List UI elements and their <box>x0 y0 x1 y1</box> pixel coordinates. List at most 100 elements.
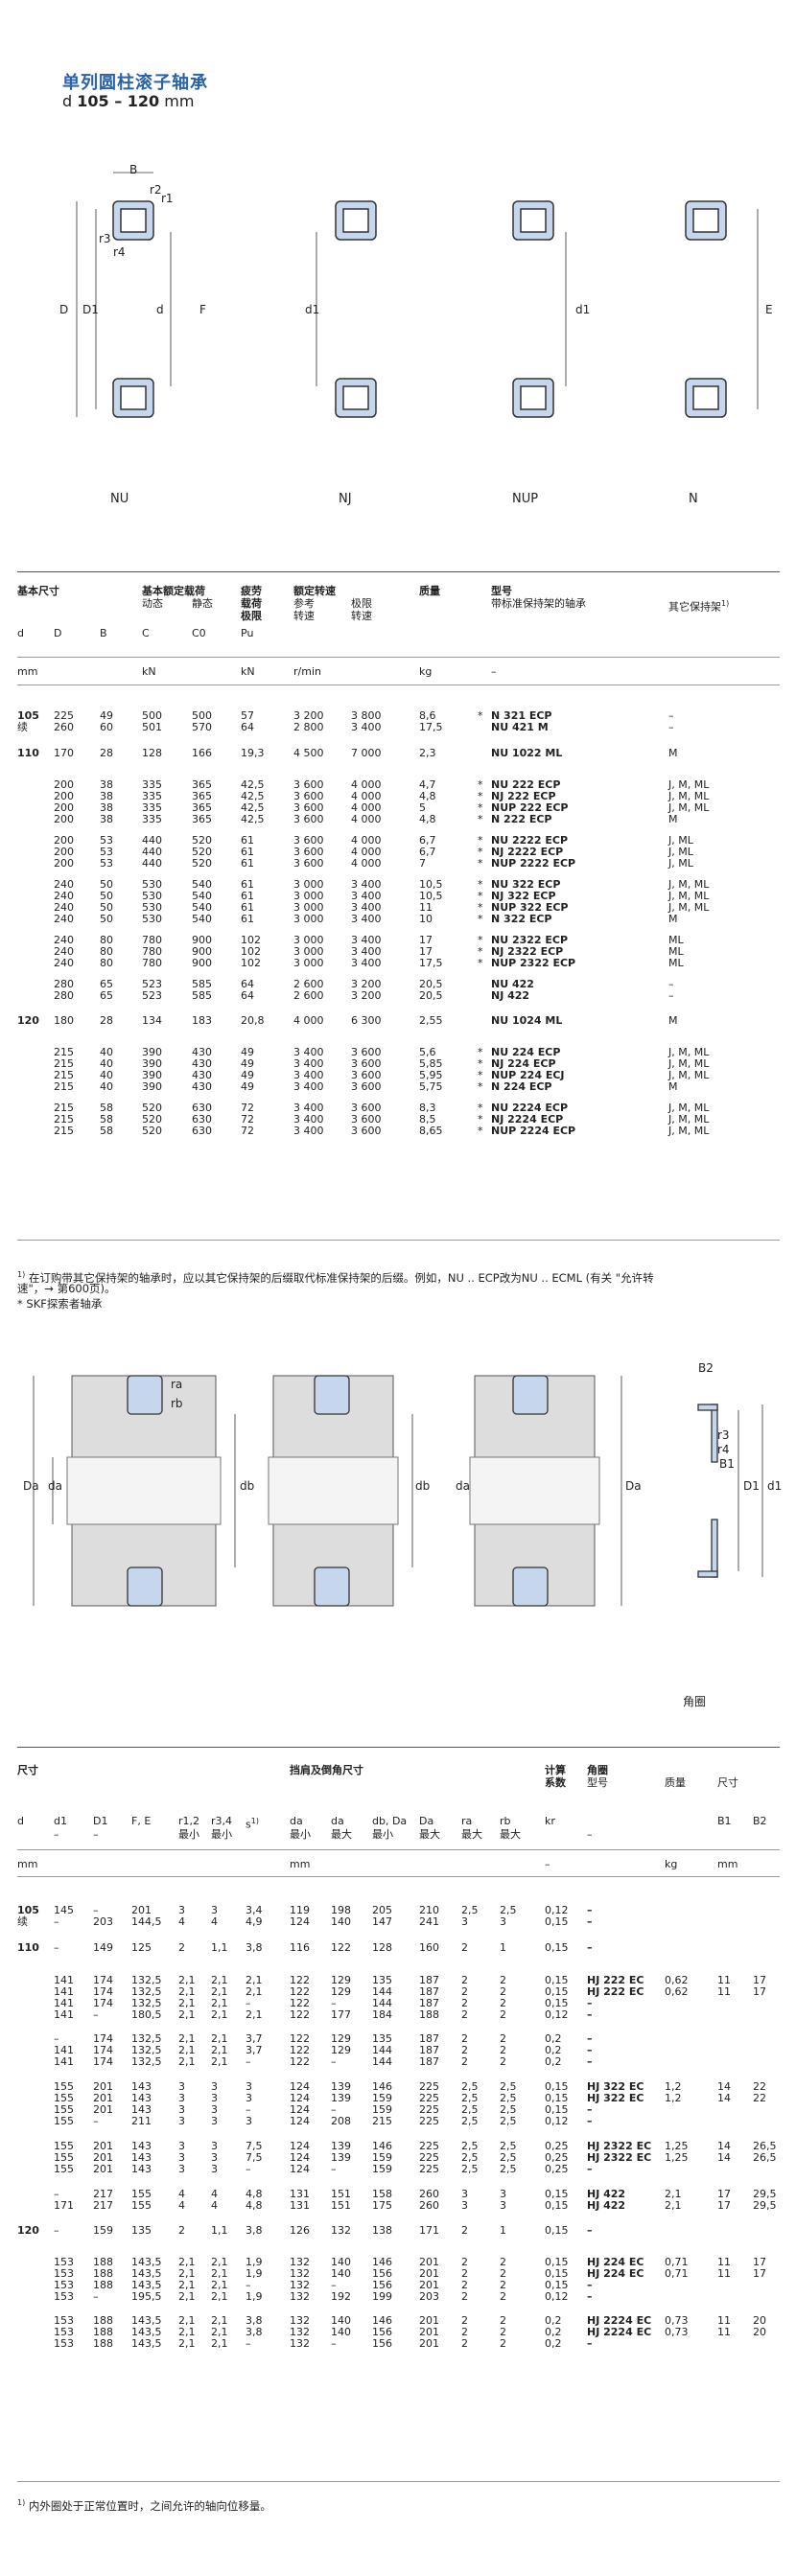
footnote-3: 1) 内外圈处于正常位置时，之间允许的轴向位移量。 <box>17 2498 271 2513</box>
table2-cell-b1: 14 <box>717 2140 731 2152</box>
table2-cell-FE: 132,5 <box>131 2032 162 2045</box>
table2-cell-da1: 124 <box>290 2092 310 2104</box>
table1-cell-des: NU 421 M <box>491 721 549 733</box>
table1-cell-ref: 3 600 <box>293 790 324 802</box>
table1-cell-m: 8,3 <box>419 1102 436 1114</box>
table2-cell-d1: 153 <box>54 2326 74 2338</box>
table2-cell-D1: 159 <box>93 2224 113 2237</box>
table1-cell-C: 440 <box>142 857 162 870</box>
table2-cell-b1: 14 <box>717 2080 731 2093</box>
table2-cell-hj: HJ 2322 EC <box>587 2151 652 2164</box>
table1-cell-C: 520 <box>142 1125 162 1137</box>
table2-cell-ra: 2 <box>461 2224 468 2237</box>
table2-cell-hj: – <box>587 2055 593 2068</box>
table2-cell-D1: 174 <box>93 2055 113 2068</box>
table2-cell-d1: 141 <box>54 2044 74 2056</box>
table1-cell-C0: 430 <box>192 1080 212 1093</box>
table1-cell-star: * <box>478 857 483 870</box>
table2-cell-ra: 2,5 <box>461 2080 479 2093</box>
type-NUP: NUP <box>512 492 539 506</box>
table1-cell-D: 200 <box>54 857 74 870</box>
table2-cell-r12: 2,1 <box>178 2337 196 2350</box>
table1-cell-C: 530 <box>142 901 162 914</box>
table1-cell-Pu: 72 <box>241 1102 254 1114</box>
table2-cell-m: 0,71 <box>665 2267 689 2280</box>
t1-h-basic: 基本尺寸 <box>17 585 59 597</box>
table1-cell-C: 530 <box>142 878 162 891</box>
table1-cell-D: 240 <box>54 878 74 891</box>
table2-cell-ra: 3 <box>461 2199 468 2212</box>
table2-cell-da1: 119 <box>290 1904 310 1916</box>
table1-cell-ref: 2 600 <box>293 978 324 990</box>
table2-cell-rb: 2 <box>500 2314 506 2327</box>
table2-cell-rb: 2 <box>500 2326 506 2338</box>
table2-cell-d1: 171 <box>54 2199 74 2212</box>
table1-cell-C0: 430 <box>192 1057 212 1070</box>
table2-cell-ra: 2 <box>461 2290 468 2303</box>
table2-cell-FE: 211 <box>131 2115 152 2127</box>
table2-cell-da2: – <box>331 2279 337 2291</box>
table2-cell-FE: 132,5 <box>131 2044 162 2056</box>
table2-cell-kr: 0,12 <box>545 2008 569 2021</box>
table2-cell-d1: – <box>54 2224 59 2237</box>
table2-cell-FE: 143,5 <box>131 2279 162 2291</box>
table2-cell-r34: 2,1 <box>211 2256 228 2268</box>
table2-cell-r34: 2,1 <box>211 1974 228 1986</box>
table2-cell-da2: 151 <box>331 2188 351 2200</box>
table1-cell-D: 215 <box>54 1046 74 1058</box>
table2-cell-ra: 2 <box>461 2032 468 2045</box>
table2-cell-da1: 131 <box>290 2199 310 2212</box>
table2-cell-d1: 141 <box>54 2055 74 2068</box>
table2-cell-rb: 2,5 <box>500 2080 517 2093</box>
table2-cell-Da: 260 <box>419 2199 439 2212</box>
table1-cell-C0: 430 <box>192 1069 212 1081</box>
table2-cell-hj: HJ 422 <box>587 2199 626 2212</box>
table1-cell-ref: 3 400 <box>293 1080 324 1093</box>
table1-cell-des: NJ 222 ECP <box>491 790 556 802</box>
table2-cell-da1: 126 <box>290 2224 310 2237</box>
table2-cell-da2: 129 <box>331 1974 351 1986</box>
table2-cell-s: 2,1 <box>246 2008 263 2021</box>
m-label-da: da <box>48 1479 62 1493</box>
table1-cell-ref: 3 400 <box>293 1102 324 1114</box>
table2-cell-r12: 2,1 <box>178 2290 196 2303</box>
table2-cell-r12: 2,1 <box>178 2256 196 2268</box>
table2-cell-da2: 139 <box>331 2092 351 2104</box>
table1-cell-oth: J, M, ML <box>668 1057 710 1070</box>
table1-cell-B: 80 <box>100 957 113 969</box>
table2-cell-b1: 11 <box>717 1974 731 1986</box>
table2-cell-FE: 132,5 <box>131 1974 162 1986</box>
table2-cell-D1: 149 <box>93 1941 113 1954</box>
t2-max-4: 最大 <box>500 1828 521 1841</box>
table1-cell-ref: 3 600 <box>293 857 324 870</box>
table1-cell-des: N 321 ECP <box>491 709 552 722</box>
table1-cell-B: 50 <box>100 890 113 902</box>
table2-cell-b2: 29,5 <box>753 2199 777 2212</box>
table2-cell-kr: 0,2 <box>545 2326 562 2338</box>
table1-cell-C0: 570 <box>192 721 212 733</box>
table2-cell-s: 4,8 <box>246 2188 263 2200</box>
table2-cell-r34: 4 <box>211 2188 218 2200</box>
table2-cell-b1: 17 <box>717 2199 731 2212</box>
table2-cell-d1: 153 <box>54 2337 74 2350</box>
t2-max-2: 最大 <box>419 1828 440 1841</box>
table2-cell-kr: 0,25 <box>545 2140 569 2152</box>
label-d: d <box>156 303 164 316</box>
table1-cell-C: 530 <box>142 890 162 902</box>
table2-cell-rb: 2,5 <box>500 2140 517 2152</box>
t1-h-desig-std: 带标准保持架的轴承 <box>491 597 586 610</box>
table1-cell-ref: 3 000 <box>293 878 324 891</box>
table1-cell-ref: 3 000 <box>293 913 324 925</box>
table2-cell-hj: HJ 2224 EC <box>587 2314 652 2327</box>
table1-cell-B: 50 <box>100 878 113 891</box>
table2-cell-r34: 2,1 <box>211 2326 228 2338</box>
table1-cell-oth: M <box>668 1014 678 1027</box>
table1-cell-D: 225 <box>54 709 74 722</box>
table1-cell-des: NUP 322 ECP <box>491 901 569 914</box>
table2-cell-da1: 132 <box>290 2267 310 2280</box>
table2-cell-ra: 2 <box>461 1985 468 1998</box>
table2-cell-da1: 122 <box>290 2032 310 2045</box>
t2-max-1: 最大 <box>331 1828 352 1841</box>
table2-cell-b2: 22 <box>753 2092 766 2104</box>
t1-h-static: 静态 <box>192 597 213 610</box>
